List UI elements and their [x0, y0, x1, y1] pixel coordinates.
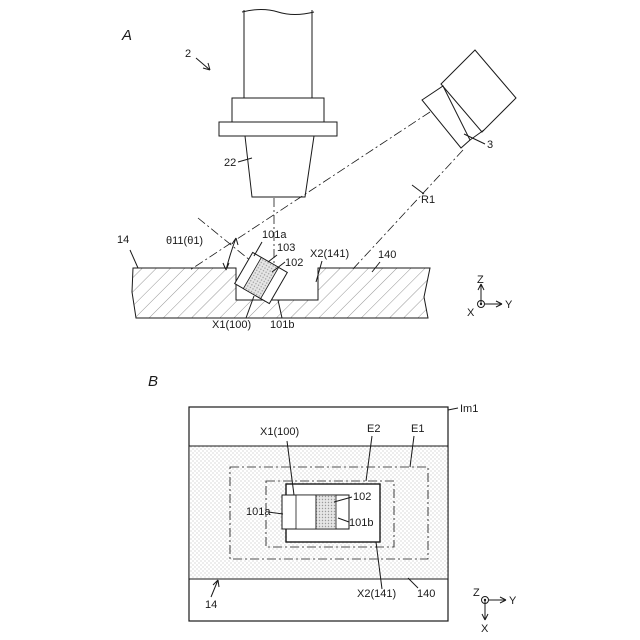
axis-triad-b — [482, 597, 507, 621]
part-top-label: 101a — [262, 229, 287, 241]
mounting-head — [219, 10, 337, 137]
figure-a: A 2 22 3 R1 θ11(θ1) — [117, 10, 516, 332]
position-x1-label: X1(100) — [212, 319, 251, 331]
part-side-leader — [268, 255, 277, 262]
image-ref-leader — [448, 408, 458, 410]
nozzle-ref-leader — [238, 158, 252, 162]
tilted-part — [235, 252, 288, 303]
position-x2-label-b: X2(141) — [357, 588, 396, 600]
nozzle — [245, 136, 314, 197]
part-left-label-b: 101a — [246, 506, 271, 518]
part-top-view — [282, 495, 349, 529]
board-ref-leader — [130, 250, 138, 268]
part-center-label-b: 102 — [353, 491, 371, 503]
axis-z-label-a: Z — [477, 274, 484, 286]
ray-ref-leader — [412, 185, 424, 194]
axis-x-label-a: X — [467, 307, 475, 319]
board-ref-label-b: 14 — [205, 599, 217, 611]
position-x2-label: X2(141) — [310, 248, 349, 260]
surface-ref-label: 140 — [378, 249, 396, 261]
figure-b: B Im1 E1 E2 X2(141) X1(100) 102 101a 101… — [148, 373, 517, 635]
figure-b-title: B — [148, 373, 158, 390]
camera — [422, 50, 516, 148]
imaging-ray-lower — [352, 150, 463, 270]
board-ref-label: 14 — [117, 234, 129, 246]
axis-y-label-b: Y — [509, 595, 517, 607]
region-e1-label: E1 — [411, 423, 424, 435]
part-side-label: 103 — [277, 242, 295, 254]
region-e2-label: E2 — [367, 423, 380, 435]
nozzle-ref-label: 22 — [224, 157, 236, 169]
surface-ref-label-b: 140 — [417, 588, 435, 600]
head-ref-label: 2 — [185, 48, 191, 60]
part-bottom-label: 101b — [270, 319, 294, 331]
ray-ref-label: R1 — [421, 194, 435, 206]
position-x1-label-b: X1(100) — [260, 426, 299, 438]
axis-triad-a — [478, 284, 503, 308]
figure-a-title: A — [121, 27, 132, 44]
camera-ref-label: 3 — [487, 139, 493, 151]
part-right-label-b: 101b — [349, 517, 373, 529]
axis-x-label-b: X — [481, 623, 489, 635]
head-ref-arrow — [196, 58, 210, 70]
part-top-leader — [254, 242, 262, 256]
part-center-label: 102 — [285, 257, 303, 269]
axis-y-label-a: Y — [505, 299, 513, 311]
angle-label: θ11(θ1) — [166, 235, 203, 247]
image-ref-label: Im1 — [460, 403, 478, 415]
axis-z-label-b: Z — [473, 587, 480, 599]
